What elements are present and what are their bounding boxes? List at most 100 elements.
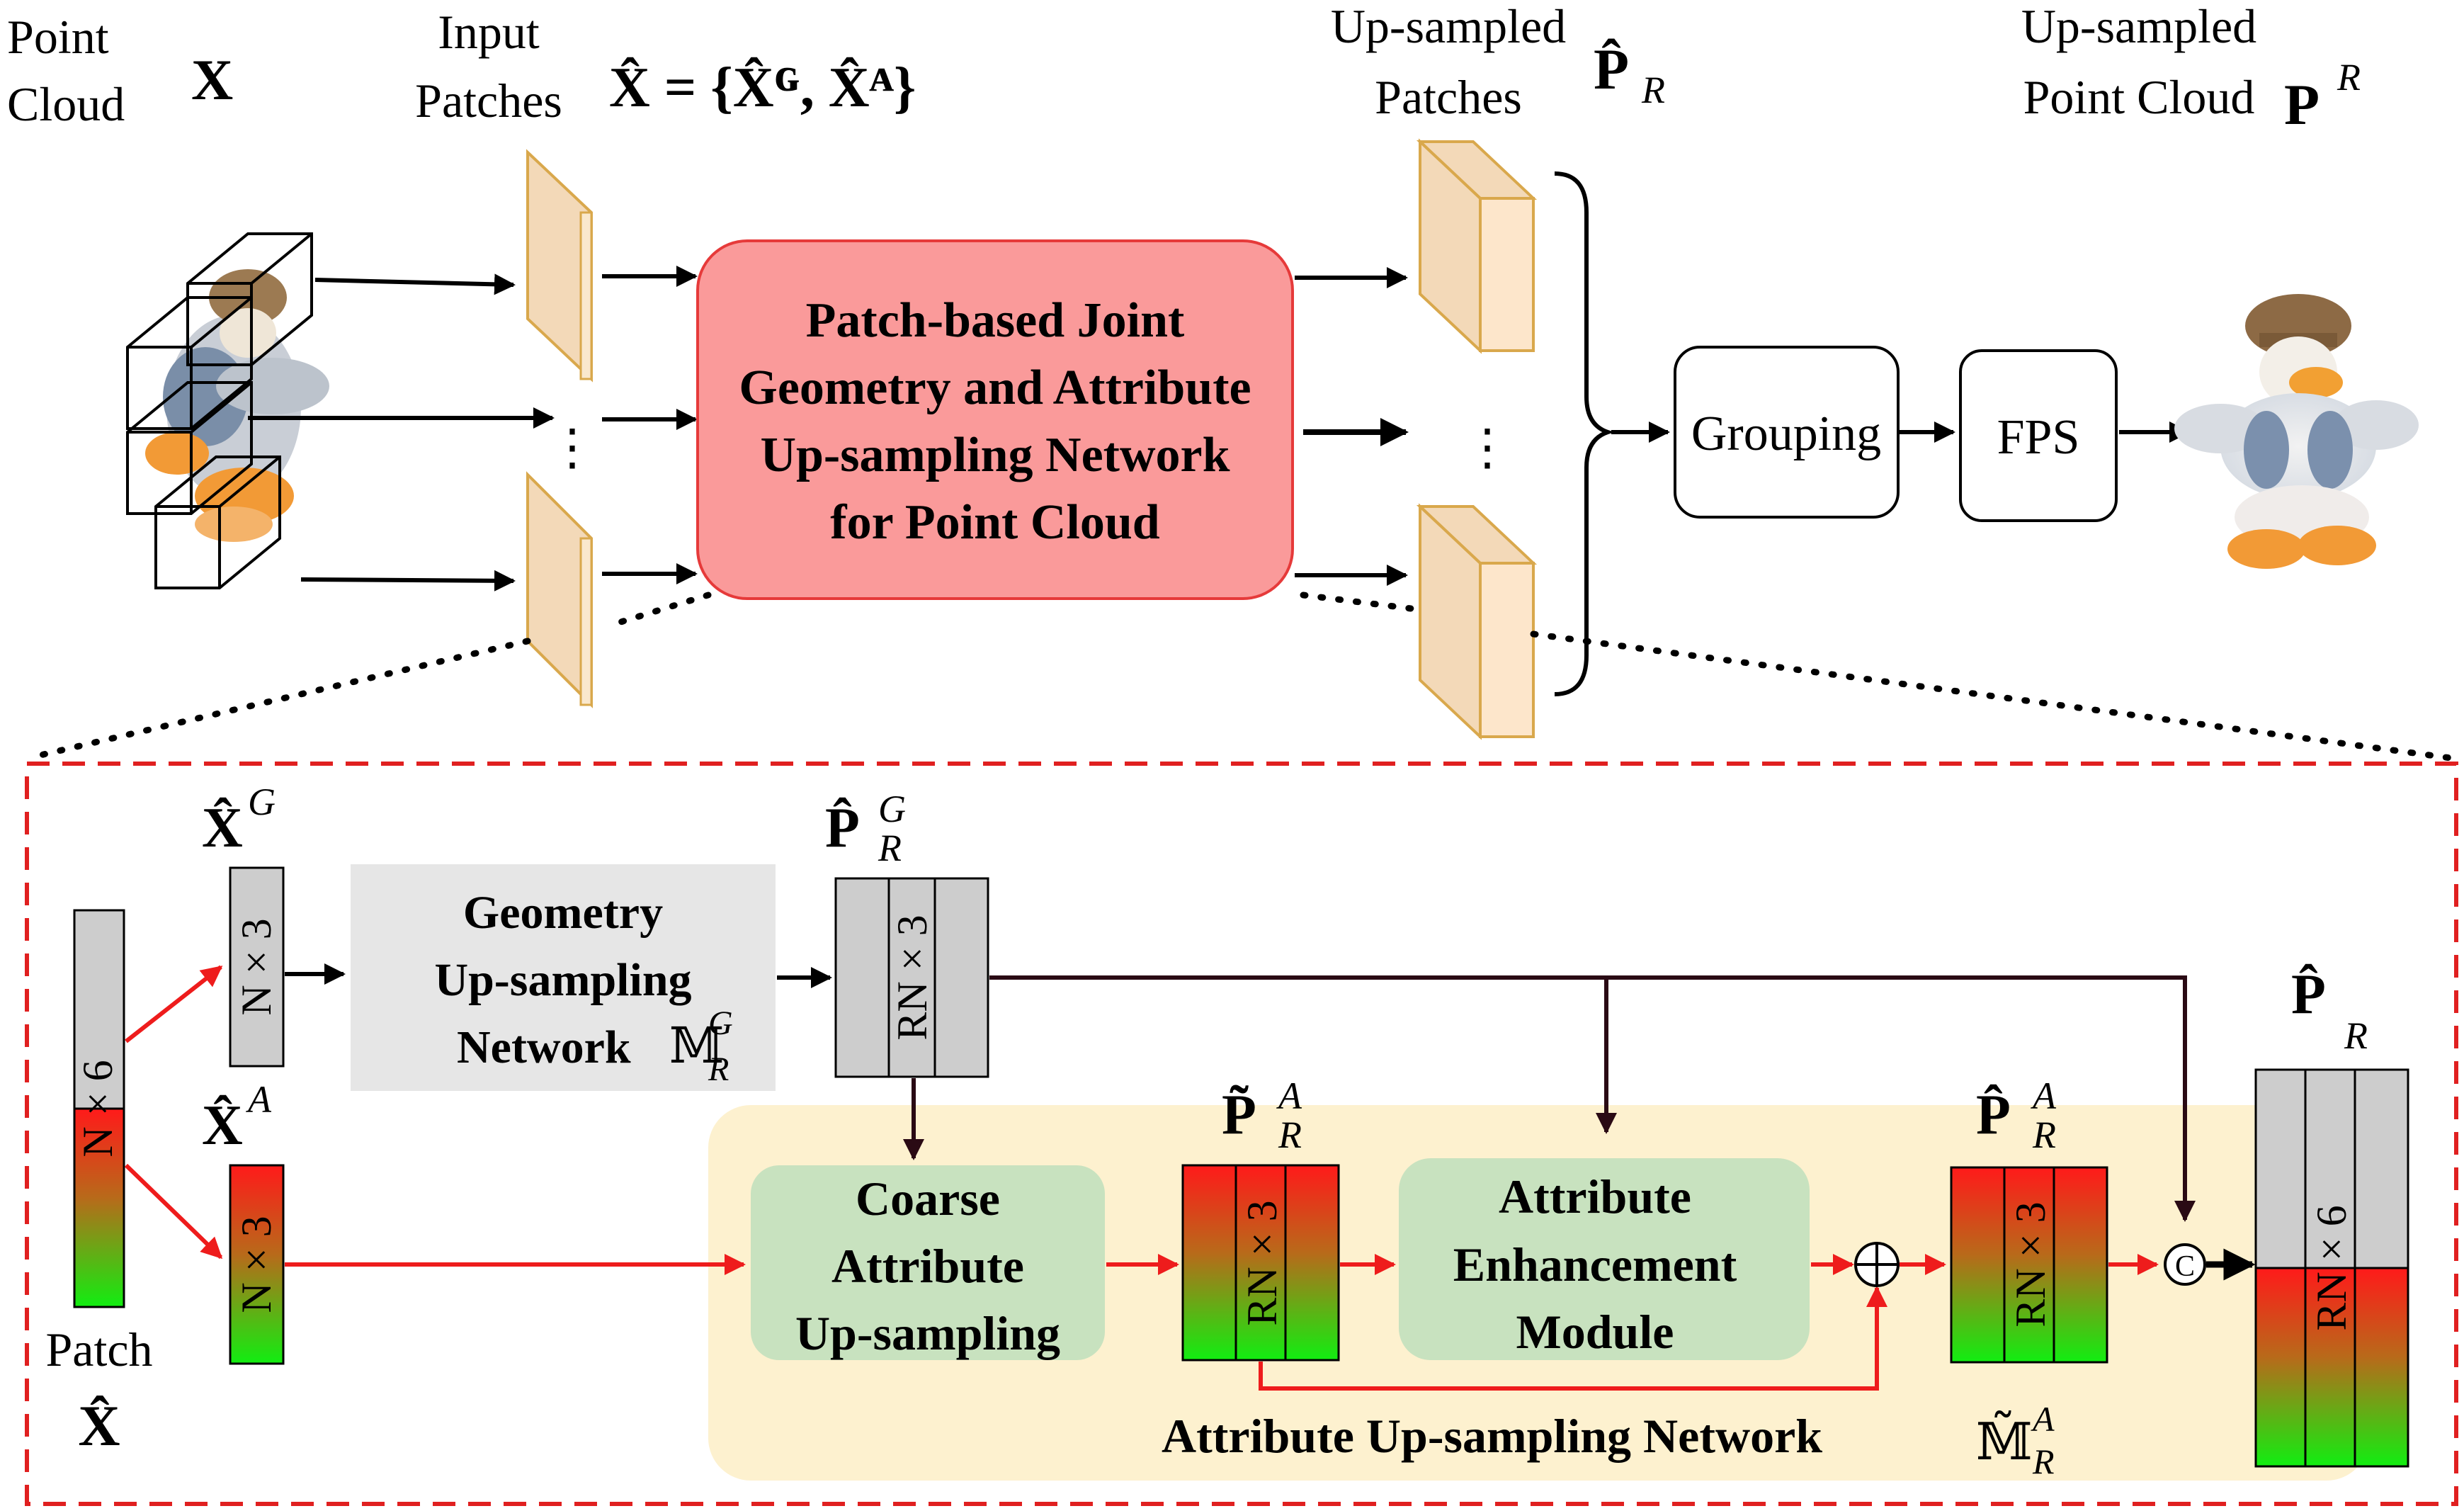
svg-text:R: R [2337,56,2361,98]
svg-text:Up-sampled: Up-sampled [2021,0,2256,53]
pa-sub: R [2032,1114,2056,1156]
svg-text:Attribute: Attribute [1499,1170,1691,1223]
svg-text:Point Cloud: Point Cloud [2023,70,2255,124]
svg-text:Network: Network [457,1022,631,1073]
xg-symbol: X̂ [202,797,243,859]
upsampled-cloud-label: Up-sampled Point Cloud P R [2021,0,2361,137]
joint-upsampling-network: Patch-based Joint Geometry and Attribute… [696,239,1294,600]
input-patches-ellipsis: ⋮ [547,421,597,475]
patch-cubes [126,232,313,589]
svg-text:Coarse: Coarse [856,1172,1000,1226]
svg-text:RN × 6: RN × 6 [2308,1205,2355,1330]
fps-box: FPS [1959,349,2118,522]
residual-arrow [1259,1286,1887,1391]
svg-text:N × 3: N × 3 [233,918,280,1015]
svg-text:R: R [1641,69,1665,111]
svg-text:R: R [2032,1442,2055,1481]
input-patch-bottom [526,471,593,708]
svg-text:FPS: FPS [1997,410,2080,465]
svg-text:P: P [2284,72,2320,137]
pa-tilde-sup: A [1276,1075,1302,1117]
pg-tensor: RN × 3 [834,877,989,1078]
point-cloud-symbol: X [191,47,233,112]
zoom-dotted-lines [25,592,2454,762]
patch-label: Patch [45,1323,152,1376]
svg-text:Up-sampled: Up-sampled [1331,0,1566,53]
detail-dashed-border [25,762,2458,1506]
svg-text:C: C [2175,1250,2195,1283]
svg-text:Module: Module [1516,1305,1674,1359]
cloud-to-patch-arrows [248,273,555,592]
svg-text:for Point Cloud: for Point Cloud [830,495,1159,550]
input-patches-formula: X̂ = {X̂ᴳ, X̂ᴬ} [609,57,916,119]
svg-text:G: G [708,1004,733,1042]
svg-text:Patches: Patches [1375,70,1522,124]
pg-symbol: P̂ [825,797,860,859]
input-patches-label: Input Patches X̂ = {X̂ᴳ, X̂ᴬ} [415,5,916,128]
upsampled-patch-bottom [1416,503,1538,740]
attribute-network-symbol: 𝕄̃ A R [1976,1399,2055,1481]
split-geometry-arrow [125,965,223,1043]
xa-tensor: N × 3 [229,1164,285,1365]
patch-to-network-arrows [602,266,698,584]
svg-text:N × 6: N × 6 [74,1060,121,1157]
pr-tensor: RN × 6 [2254,1068,2409,1468]
attribute-enhancement-module: Attribute Enhancement Module [1399,1158,1810,1360]
svg-text:RN × 3: RN × 3 [2007,1201,2054,1327]
svg-text:𝕄: 𝕄 [669,1019,725,1074]
grouping-box: Grouping [1674,346,1900,519]
svg-text:P̂: P̂ [1594,37,1629,101]
pa-symbol: P̂ [1976,1084,2011,1146]
network-to-output-arrows [1295,267,1409,586]
svg-text:RN × 3: RN × 3 [889,915,936,1040]
patch-symbol: X̂ [78,1393,120,1458]
upsampled-point-cloud-image [2174,294,2419,569]
pg-sup: G [878,788,906,830]
pa-tensor: RN × 3 [1950,1166,2108,1364]
svg-text:Up-sampling: Up-sampling [434,954,691,1006]
attribute-network-label: Attribute Up-sampling Network [1162,1409,1822,1463]
svg-text:Enhancement: Enhancement [1453,1238,1737,1291]
pr-sub: R [2344,1014,2368,1057]
grouping-brace [1554,171,1615,696]
upsampled-patches-label: Up-sampled Patches P̂ R [1331,0,1665,124]
xg-tensor: N × 3 [229,866,285,1068]
svg-text:Patches: Patches [415,74,562,128]
upsampled-patches-ellipsis: ⋮ [1463,421,1512,475]
input-patch-top [526,149,593,383]
svg-text:Patch-based Joint: Patch-based Joint [806,293,1185,348]
geometry-feed-lines [903,975,2196,1222]
svg-text:𝕄̃: 𝕄̃ [1976,1410,2033,1471]
concat-op: C [2164,1243,2206,1286]
geometry-upsampling-network: Geometry Up-sampling Network 𝕄 G R [351,864,776,1091]
svg-text:RN × 3: RN × 3 [1239,1200,1285,1325]
svg-text:Cloud: Cloud [7,77,125,131]
svg-text:Up-sampling: Up-sampling [795,1306,1060,1360]
svg-text:Input: Input [438,5,540,59]
svg-text:N × 3: N × 3 [233,1216,280,1313]
svg-text:A: A [2031,1399,2055,1439]
coarse-attribute-upsampling: Coarse Attribute Up-sampling [751,1165,1105,1360]
split-attribute-arrow [124,1163,223,1260]
point-cloud-label: Point Cloud X [7,10,233,131]
svg-text:Grouping: Grouping [1691,407,1881,461]
pa-tilde-symbol: P̃ [1222,1084,1256,1146]
svg-text:Geometry: Geometry [463,887,663,939]
pa-sup: A [2031,1075,2057,1117]
svg-text:Attribute: Attribute [831,1239,1024,1293]
pa-tilde-tensor: RN × 3 [1181,1164,1340,1362]
xa-sup: A [246,1078,272,1121]
patch-tensor: N × 6 [73,909,125,1308]
elementwise-sum [1854,1242,1900,1287]
xa-symbol: X̂ [202,1094,243,1157]
svg-text:Geometry and Attribute: Geometry and Attribute [739,361,1251,415]
xg-sup: G [248,781,276,823]
svg-text:R: R [708,1051,729,1088]
pa-tilde-sub: R [1278,1114,1302,1156]
svg-text:Point: Point [7,10,109,64]
upsampled-patch-top [1416,138,1538,354]
svg-text:Up-sampling Network: Up-sampling Network [760,428,1230,482]
pr-symbol: P̂ [2291,963,2326,1026]
pg-sub: R [878,827,902,869]
